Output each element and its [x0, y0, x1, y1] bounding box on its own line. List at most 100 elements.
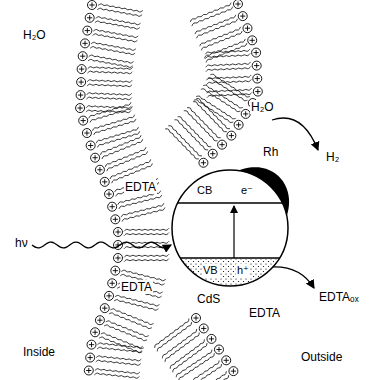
charge-sign — [89, 2, 94, 7]
surfactant-tail — [96, 356, 141, 361]
surfactant-tail — [98, 343, 143, 348]
charge-sign — [79, 79, 84, 84]
head-group — [100, 304, 109, 313]
surfactant-tail — [183, 360, 219, 380]
charge-sign — [209, 336, 214, 341]
band-edge — [180, 257, 279, 258]
surfactant-tail — [98, 4, 143, 12]
surfactant-tail — [114, 300, 158, 311]
head-group — [111, 266, 120, 275]
charge-sign — [81, 118, 86, 123]
charge-sign — [224, 358, 229, 363]
surfactant-tail — [196, 96, 235, 119]
figure-label: Inside — [22, 345, 56, 359]
surfactant-tail — [124, 259, 169, 262]
figure-label: Rh — [262, 145, 279, 159]
head-group — [199, 158, 208, 167]
figure-label: EDTAₒₓ — [318, 290, 360, 304]
head-group — [86, 353, 95, 362]
surfactant-tail — [196, 99, 230, 129]
surfactant-tail — [87, 84, 132, 87]
surfactant-tail — [93, 29, 138, 37]
surfactant-tail — [109, 313, 152, 329]
head-group — [105, 190, 114, 199]
surfactant-tail — [87, 80, 132, 83]
charge-sign — [115, 255, 120, 260]
head-group — [108, 202, 117, 211]
head-group — [87, 340, 96, 349]
figure-label: hν — [14, 236, 29, 250]
surfactant-tail — [89, 102, 131, 118]
surfactant-tail — [86, 97, 131, 100]
charge-sign — [88, 143, 93, 148]
figure-label: H₂ — [325, 150, 340, 164]
surfactant-tail — [90, 107, 132, 123]
charge-sign — [79, 66, 84, 71]
band-label: VB — [202, 264, 219, 277]
surfactant-tail — [96, 360, 141, 365]
head-group — [76, 104, 85, 113]
surfactant-tail — [102, 139, 143, 159]
head-group — [199, 324, 208, 333]
head-group — [252, 61, 261, 70]
surfactant-tail — [94, 119, 136, 135]
band-label: h⁺ — [236, 264, 250, 277]
head-group — [86, 141, 95, 150]
charge-sign — [89, 342, 94, 347]
charge-sign — [255, 76, 260, 81]
particle-circle: CBe⁻VBh⁺ — [172, 170, 288, 286]
charge-sign — [245, 26, 250, 31]
head-group — [76, 91, 85, 100]
surfactant-tail — [124, 254, 169, 257]
head-group — [91, 153, 100, 162]
charge-sign — [110, 204, 115, 209]
band-edge — [178, 202, 283, 203]
surfactant-tail — [87, 71, 132, 74]
head-group — [208, 149, 217, 158]
surfactant-tail — [124, 233, 169, 236]
rhodium-deposit — [238, 167, 289, 216]
surfactant-tail — [88, 59, 133, 67]
charge-sign — [77, 105, 82, 110]
surfactant-tail — [206, 62, 251, 67]
charge-sign — [193, 315, 198, 320]
surfactant-tail — [94, 373, 139, 378]
particle-outline — [172, 170, 288, 286]
head-group — [95, 165, 104, 174]
surfactant-tail — [191, 371, 227, 380]
charge-sign — [78, 92, 83, 97]
head-group — [227, 131, 236, 140]
figure-label: EDTA — [248, 306, 281, 320]
figure-label: EDTA — [124, 180, 157, 194]
head-group — [114, 227, 123, 236]
head-group — [88, 1, 97, 10]
charge-sign — [250, 38, 255, 43]
surfactant-tail — [97, 8, 142, 16]
valence-band-fill — [172, 259, 288, 286]
surfactant-tail — [208, 78, 247, 101]
surfactant-tail — [200, 27, 241, 46]
surfactant-tail — [124, 228, 169, 231]
head-group — [77, 78, 86, 87]
charge-sign — [102, 306, 107, 311]
band-label: e⁻ — [240, 184, 254, 197]
charge-sign — [97, 318, 102, 323]
surfactant-tail — [155, 319, 189, 348]
head-group — [234, 0, 243, 9]
surfactant-tail — [178, 117, 212, 147]
charge-sign — [216, 347, 221, 352]
head-group — [238, 12, 247, 21]
particle-border — [172, 170, 288, 286]
surfactant-tail — [187, 108, 221, 138]
charge-sign — [87, 15, 92, 20]
head-group — [85, 13, 94, 22]
surfactant-tail — [91, 42, 136, 50]
head-group — [248, 36, 257, 45]
figure-label: H₂O — [22, 28, 47, 42]
surfactant-tail — [107, 151, 148, 171]
charge-sign — [229, 133, 234, 138]
head-group — [253, 74, 262, 83]
charge-sign — [88, 355, 93, 360]
head-group — [100, 177, 109, 186]
surfactant-tail — [193, 375, 229, 380]
